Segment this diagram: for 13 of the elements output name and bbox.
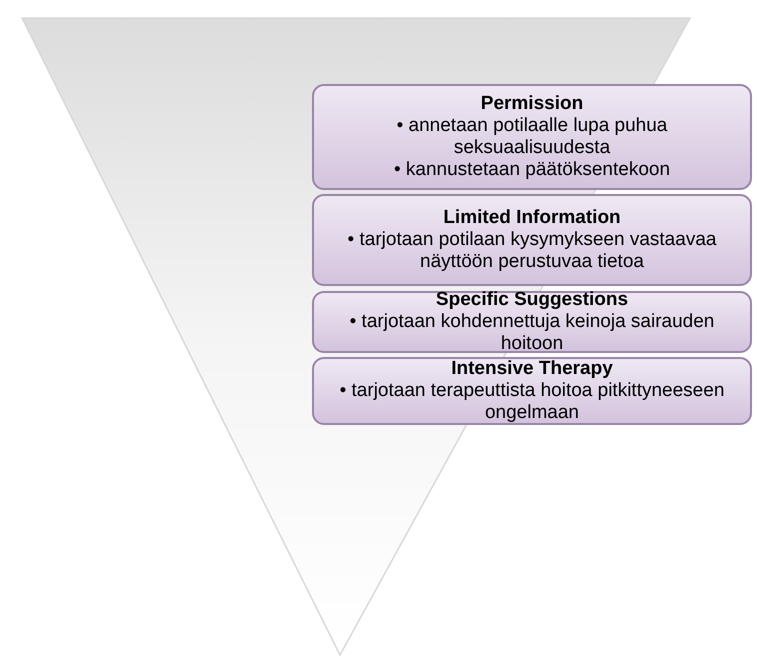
bullet-text: • tarjotaan terapeuttista hoitoa pitkittyneeseen ongelmaan — [338, 380, 726, 424]
bullet-text: • tarjotaan kohdennettuja keinoja sairauden hoitoon — [348, 311, 716, 355]
bullet-text: • annetaan potilaalle lupa puhua seksuaalisuudesta — [396, 115, 668, 159]
process-box — [312, 357, 752, 425]
process-box — [312, 84, 752, 190]
bullet-text: • tarjotaan potilaan kysymykseen vastaavaa näyttöön perustuvaa tietoa — [346, 229, 718, 273]
box-heading: Limited Information — [442, 207, 622, 229]
box-heading: Permission — [480, 93, 584, 115]
bullet-text: • kannustetaan päätöksentekoon — [392, 159, 672, 181]
process-box — [312, 194, 752, 286]
box-heading: Specific Suggestions — [434, 289, 630, 311]
box-heading: Intensive Therapy — [450, 358, 614, 380]
process-box — [312, 291, 752, 353]
